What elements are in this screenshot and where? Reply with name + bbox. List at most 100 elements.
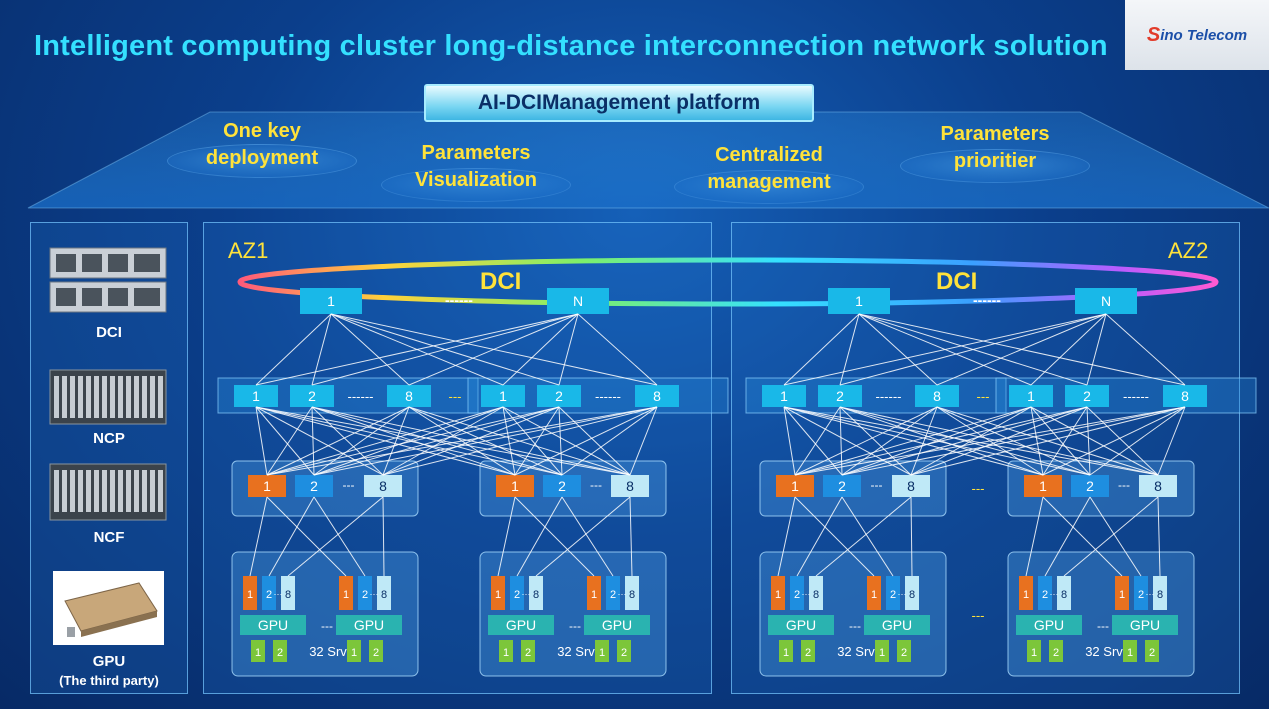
- nic-node: [905, 576, 919, 610]
- spine-node-label: 2: [555, 388, 563, 404]
- dci-device-image: [49, 247, 167, 313]
- nic-label: 8: [629, 589, 635, 601]
- srv-node: [1123, 640, 1137, 662]
- link-line: [382, 406, 560, 476]
- nic-label: 1: [247, 589, 253, 601]
- link-line: [783, 313, 860, 386]
- link-line: [558, 313, 579, 386]
- nic-node: [1057, 576, 1071, 610]
- device-label-dci: DCI: [96, 324, 122, 341]
- link-line: [794, 406, 1088, 476]
- link-line: [841, 496, 894, 577]
- link-line: [558, 406, 563, 476]
- srv-node: [273, 640, 287, 662]
- link-line: [255, 406, 268, 476]
- link-line: [1025, 496, 1044, 577]
- nic-sep: ···: [898, 589, 907, 599]
- link-line: [255, 406, 315, 476]
- spine-node: [635, 385, 679, 407]
- link-line: [266, 406, 658, 476]
- link-line: [1030, 406, 1044, 476]
- nic-node: [243, 576, 257, 610]
- nic-node: [510, 576, 524, 610]
- srv-count: 32 Srv: [837, 644, 875, 659]
- spine-group-sep: ---: [977, 389, 990, 404]
- link-line: [502, 406, 516, 476]
- nic-label: 2: [1042, 589, 1048, 601]
- link-line: [777, 496, 796, 577]
- nic-node: [1038, 576, 1052, 610]
- ncf-device-image: [49, 463, 167, 521]
- pod-sep: ---: [972, 608, 985, 623]
- nic-label: 2: [890, 589, 896, 601]
- nic-label: 8: [1061, 589, 1067, 601]
- management-platform-button[interactable]: AI-DCIManagement platform: [424, 84, 814, 122]
- srv-label: 2: [373, 647, 379, 659]
- nic-node: [529, 576, 543, 610]
- feature-line2: Visualization: [415, 169, 537, 191]
- gpu-label: GPU: [1034, 617, 1064, 633]
- leaf-node-label: 8: [626, 478, 634, 494]
- srv-count: 32 Srv: [557, 644, 595, 659]
- spine-node: [1163, 385, 1207, 407]
- link-line: [1089, 406, 1186, 476]
- nic-node: [358, 576, 372, 610]
- gpu-bar: [336, 615, 402, 635]
- nic-node: [886, 576, 900, 610]
- srv-label: 1: [783, 647, 789, 659]
- leaf-node: [295, 475, 333, 497]
- link-line: [268, 496, 315, 577]
- nic-node: [587, 576, 601, 610]
- link-line: [1042, 406, 1088, 476]
- link-line: [1157, 496, 1161, 577]
- gpu-sep: ---: [849, 619, 861, 633]
- nic-node: [606, 576, 620, 610]
- spine-sep: ------: [595, 389, 621, 404]
- dci-node: [547, 288, 609, 314]
- srv-label: 1: [255, 647, 261, 659]
- link-line: [839, 313, 860, 386]
- device-label-gpu: GPU: [92, 653, 126, 670]
- leaf-node: [543, 475, 581, 497]
- leaf-node: [823, 475, 861, 497]
- link-line: [839, 313, 1107, 386]
- link-line: [408, 313, 579, 386]
- link-line: [502, 406, 631, 476]
- nic-sep: ···: [370, 589, 379, 599]
- gpu-bar: [1016, 615, 1082, 635]
- pod-sep: ---: [972, 481, 985, 496]
- link-line: [794, 406, 841, 476]
- link-line: [313, 496, 366, 577]
- nic-label: 1: [871, 589, 877, 601]
- nic-label: 1: [343, 589, 349, 601]
- link-line: [311, 313, 579, 386]
- nic-node: [1134, 576, 1148, 610]
- nic-sep: ···: [522, 589, 531, 599]
- nic-label: 1: [1119, 589, 1125, 601]
- srv-node: [595, 640, 609, 662]
- link-line: [841, 406, 1088, 476]
- nic-label: 8: [1157, 589, 1163, 601]
- nic-sep: ···: [274, 589, 283, 599]
- link-line: [841, 406, 1186, 476]
- dci-node: [1075, 288, 1137, 314]
- link-line: [266, 406, 410, 476]
- nic-node: [867, 576, 881, 610]
- logo-text: ino Telecom: [1160, 26, 1248, 44]
- gpu-sep: ---: [569, 619, 581, 633]
- link-line: [516, 496, 563, 577]
- srv-label: 1: [1127, 647, 1133, 659]
- link-line: [514, 406, 658, 476]
- srv-label: 2: [621, 647, 627, 659]
- leaf-sep: ---: [1118, 478, 1130, 492]
- spine-node-label: 8: [933, 388, 941, 404]
- srv-label: 1: [1031, 647, 1037, 659]
- link-line: [1086, 406, 1159, 476]
- nic-label: 2: [266, 589, 272, 601]
- dci-node-label: 1: [327, 293, 335, 309]
- feature-parameters-prioritier: Parameters prioritier: [895, 121, 1095, 183]
- link-line: [497, 496, 516, 577]
- spine-node-label: 8: [405, 388, 413, 404]
- link-line: [502, 406, 563, 476]
